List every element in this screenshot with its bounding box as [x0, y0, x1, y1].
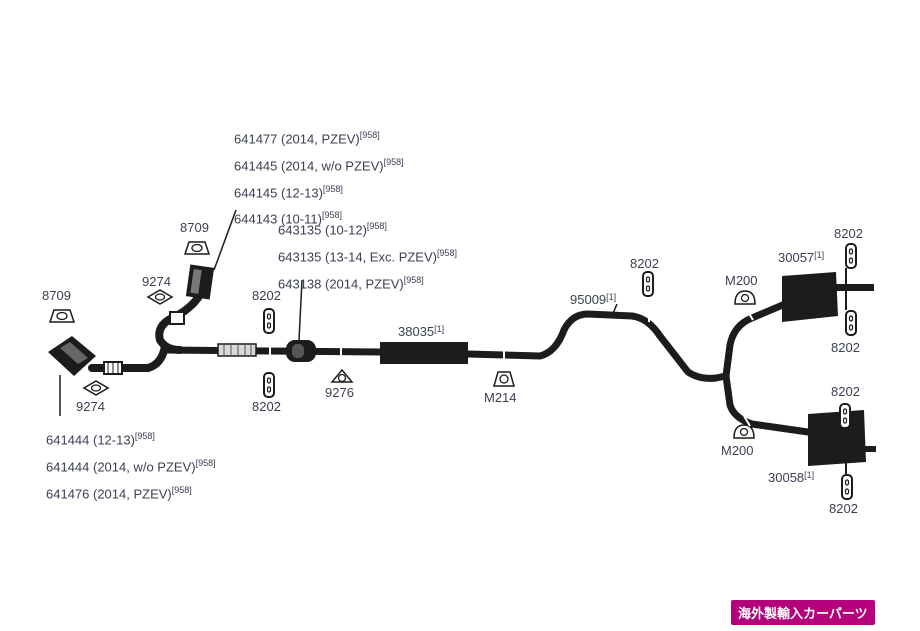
hanger-m214: [493, 371, 515, 387]
clamp-9276: [330, 368, 354, 383]
label-8709-upper: 8709: [180, 220, 209, 235]
label-8202-right-2: 8202: [831, 340, 860, 355]
muffler-30058: [808, 410, 876, 466]
resonator: [286, 340, 316, 362]
label-8202-right-3: 8202: [831, 384, 860, 399]
hanger-8202-right-3: [839, 403, 851, 429]
label-8202-right-1: 8202: [834, 226, 863, 241]
label-8202-pipe-bottom: 8202: [252, 399, 281, 414]
hanger-m200-upper: [734, 290, 756, 305]
gasket-9274-upper: [146, 289, 174, 305]
label-9276: 9276: [325, 385, 354, 400]
label-8202-mid: 8202: [630, 256, 659, 271]
callout-cat-conv-upper: 641477 (2014, PZEV)[958] 641445 (2014, w…: [234, 124, 404, 231]
hanger-m200-lower: [733, 424, 755, 439]
label-m200-lower: M200: [721, 443, 754, 458]
label-m200-upper: M200: [725, 273, 758, 288]
leader-lines: [59, 209, 618, 416]
hanger-8202-mid: [642, 271, 654, 297]
callout-line: 644143 (10-11)[958]: [234, 210, 342, 227]
label-30057: 30057[1]: [778, 250, 824, 265]
label-38035: 38035[1]: [398, 324, 444, 339]
label-8202-pipe-top: 8202: [252, 288, 281, 303]
callout-line: 643135 (10-12)[958]: [278, 221, 387, 238]
muffler-38035: [380, 342, 468, 364]
flex-pipe: [217, 343, 257, 357]
hanger-8202-right-4: [841, 474, 853, 500]
label-9274-upper: 9274: [142, 274, 171, 289]
callout-line: 641477 (2014, PZEV)[958]: [234, 130, 380, 147]
hanger-8202-right-2: [845, 310, 857, 336]
gasket-8709-left: [48, 309, 76, 323]
catalytic-converter-lower: [48, 336, 123, 376]
callout-line: 644145 (12-13)[958]: [234, 183, 343, 200]
muffler-30057: [782, 272, 874, 322]
callout-line: 643138 (2014, PZEV)[958]: [278, 274, 424, 291]
callout-line: 643135 (13-14, Exc. PZEV)[958]: [278, 247, 458, 265]
import-parts-badge: 海外製輸入カーパーツ: [731, 600, 875, 625]
callout-line: 641445 (2014, w/o PZEV)[958]: [234, 156, 404, 174]
hanger-8202-pipe-bottom: [263, 372, 275, 398]
hanger-8202-pipe-top: [263, 308, 275, 334]
label-8202-right-4: 8202: [829, 501, 858, 516]
label-9274-lower: 9274: [76, 399, 105, 414]
gasket-9274-lower: [82, 380, 110, 396]
catalytic-converter-upper: [169, 264, 215, 325]
label-30058: 30058[1]: [768, 470, 814, 485]
callout-resonator: 643135 (10-12)[958] 643135 (13-14, Exc. …: [278, 215, 457, 295]
label-8709-left: 8709: [42, 288, 71, 303]
exhaust-pipe: [88, 291, 812, 436]
callout-line: 641476 (2014, PZEV)[958]: [46, 484, 192, 501]
hanger-8202-right-1: [845, 243, 857, 269]
label-95009: 95009[1]: [570, 292, 616, 307]
callout-line: 641444 (2014, w/o PZEV)[958]: [46, 457, 216, 475]
gasket-8709-upper: [183, 241, 211, 255]
label-m214: M214: [484, 390, 517, 405]
callout-line: 641444 (12-13)[958]: [46, 431, 155, 448]
callout-cat-conv-lower: 641444 (12-13)[958] 641444 (2014, w/o PZ…: [46, 425, 216, 505]
